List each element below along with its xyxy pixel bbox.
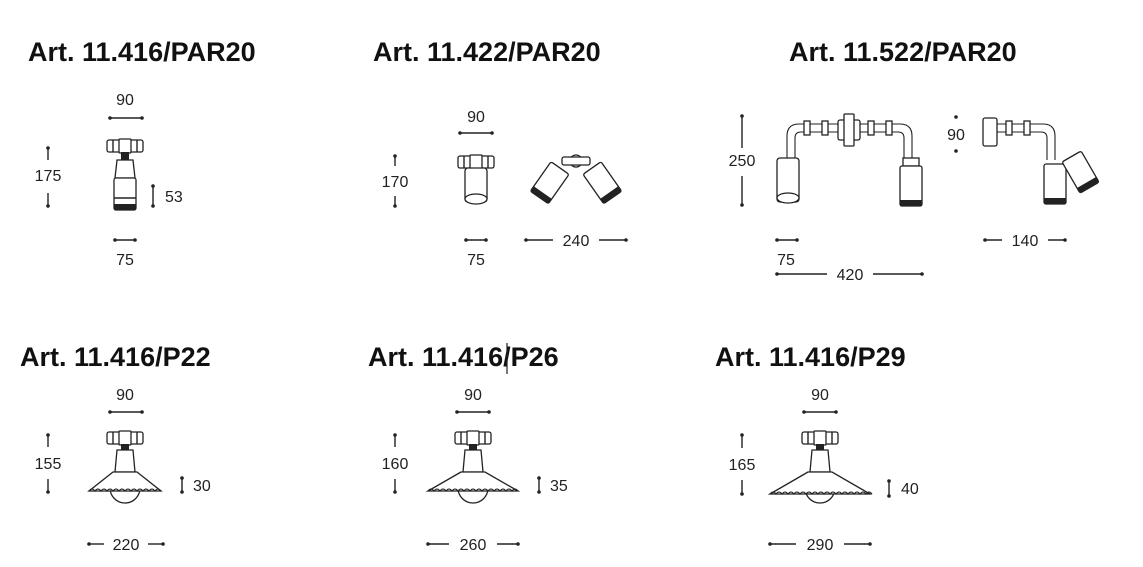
- lamp-side-drawing: [530, 154, 622, 204]
- dimension-label: 155: [35, 456, 62, 473]
- dimension-label: 90: [467, 109, 485, 126]
- dimension-label: 260: [460, 537, 487, 554]
- lamp-drawing: [106, 138, 144, 211]
- product-11-416-par20: Art. 11.416/PAR20 90 175 53 75: [28, 37, 256, 269]
- product-title: Art. 11.416/P29: [715, 342, 906, 372]
- dimension-label: 90: [947, 127, 965, 144]
- dimension-label: 53: [165, 189, 183, 206]
- product-title: Art. 11.416/P26: [368, 342, 559, 372]
- dimension-label: 90: [464, 387, 482, 404]
- product-title: Art. 11.422/PAR20: [373, 37, 601, 67]
- dimension-label: 170: [382, 174, 409, 191]
- dimension-label: 75: [116, 252, 134, 269]
- dimension-label: 30: [193, 478, 211, 495]
- dimension-label: 90: [116, 387, 134, 404]
- dimension-label: 420: [837, 267, 864, 284]
- dimension-label: 140: [1012, 233, 1039, 250]
- dimension-label: 160: [382, 456, 409, 473]
- dimension-label: 250: [729, 153, 756, 170]
- product-title: Art. 11.522/PAR20: [789, 37, 1017, 67]
- dimension-label: 220: [113, 537, 140, 554]
- dimension-label: 90: [116, 92, 134, 109]
- product-title: Art. 11.416/P22: [20, 342, 211, 372]
- product-title: Art. 11.416/PAR20: [28, 37, 256, 67]
- dimension-label: 165: [729, 457, 756, 474]
- double-lamp-side-drawing: [982, 117, 1100, 205]
- lamp-drawing: [87, 430, 163, 504]
- product-11-416-p26: Art. 11.416/P26 90 160 35 260: [368, 342, 568, 554]
- dimension-label: 290: [807, 537, 834, 554]
- dimension-label: 90: [811, 387, 829, 404]
- lamp-front-drawing: [457, 154, 495, 205]
- dimension-label: 75: [467, 252, 485, 269]
- dimension-label: 240: [563, 233, 590, 250]
- dimension-label: 175: [35, 168, 62, 185]
- product-11-522-par20: Art. 11.522/PAR20 250 90: [729, 37, 1100, 284]
- lamp-drawing: [767, 430, 873, 504]
- dimension-label: 40: [901, 481, 919, 498]
- product-11-416-p29: Art. 11.416/P29 90 165 40 290: [715, 342, 919, 554]
- dimension-label: 75: [777, 252, 795, 269]
- dimension-label: 35: [550, 478, 568, 495]
- lamp-drawing: [425, 430, 521, 504]
- product-11-416-p22: Art. 11.416/P22 90 155 30 220: [20, 342, 211, 554]
- product-11-422-par20: Art. 11.422/PAR20 90 170 75 240: [373, 37, 628, 269]
- double-lamp-front-drawing: [776, 113, 923, 207]
